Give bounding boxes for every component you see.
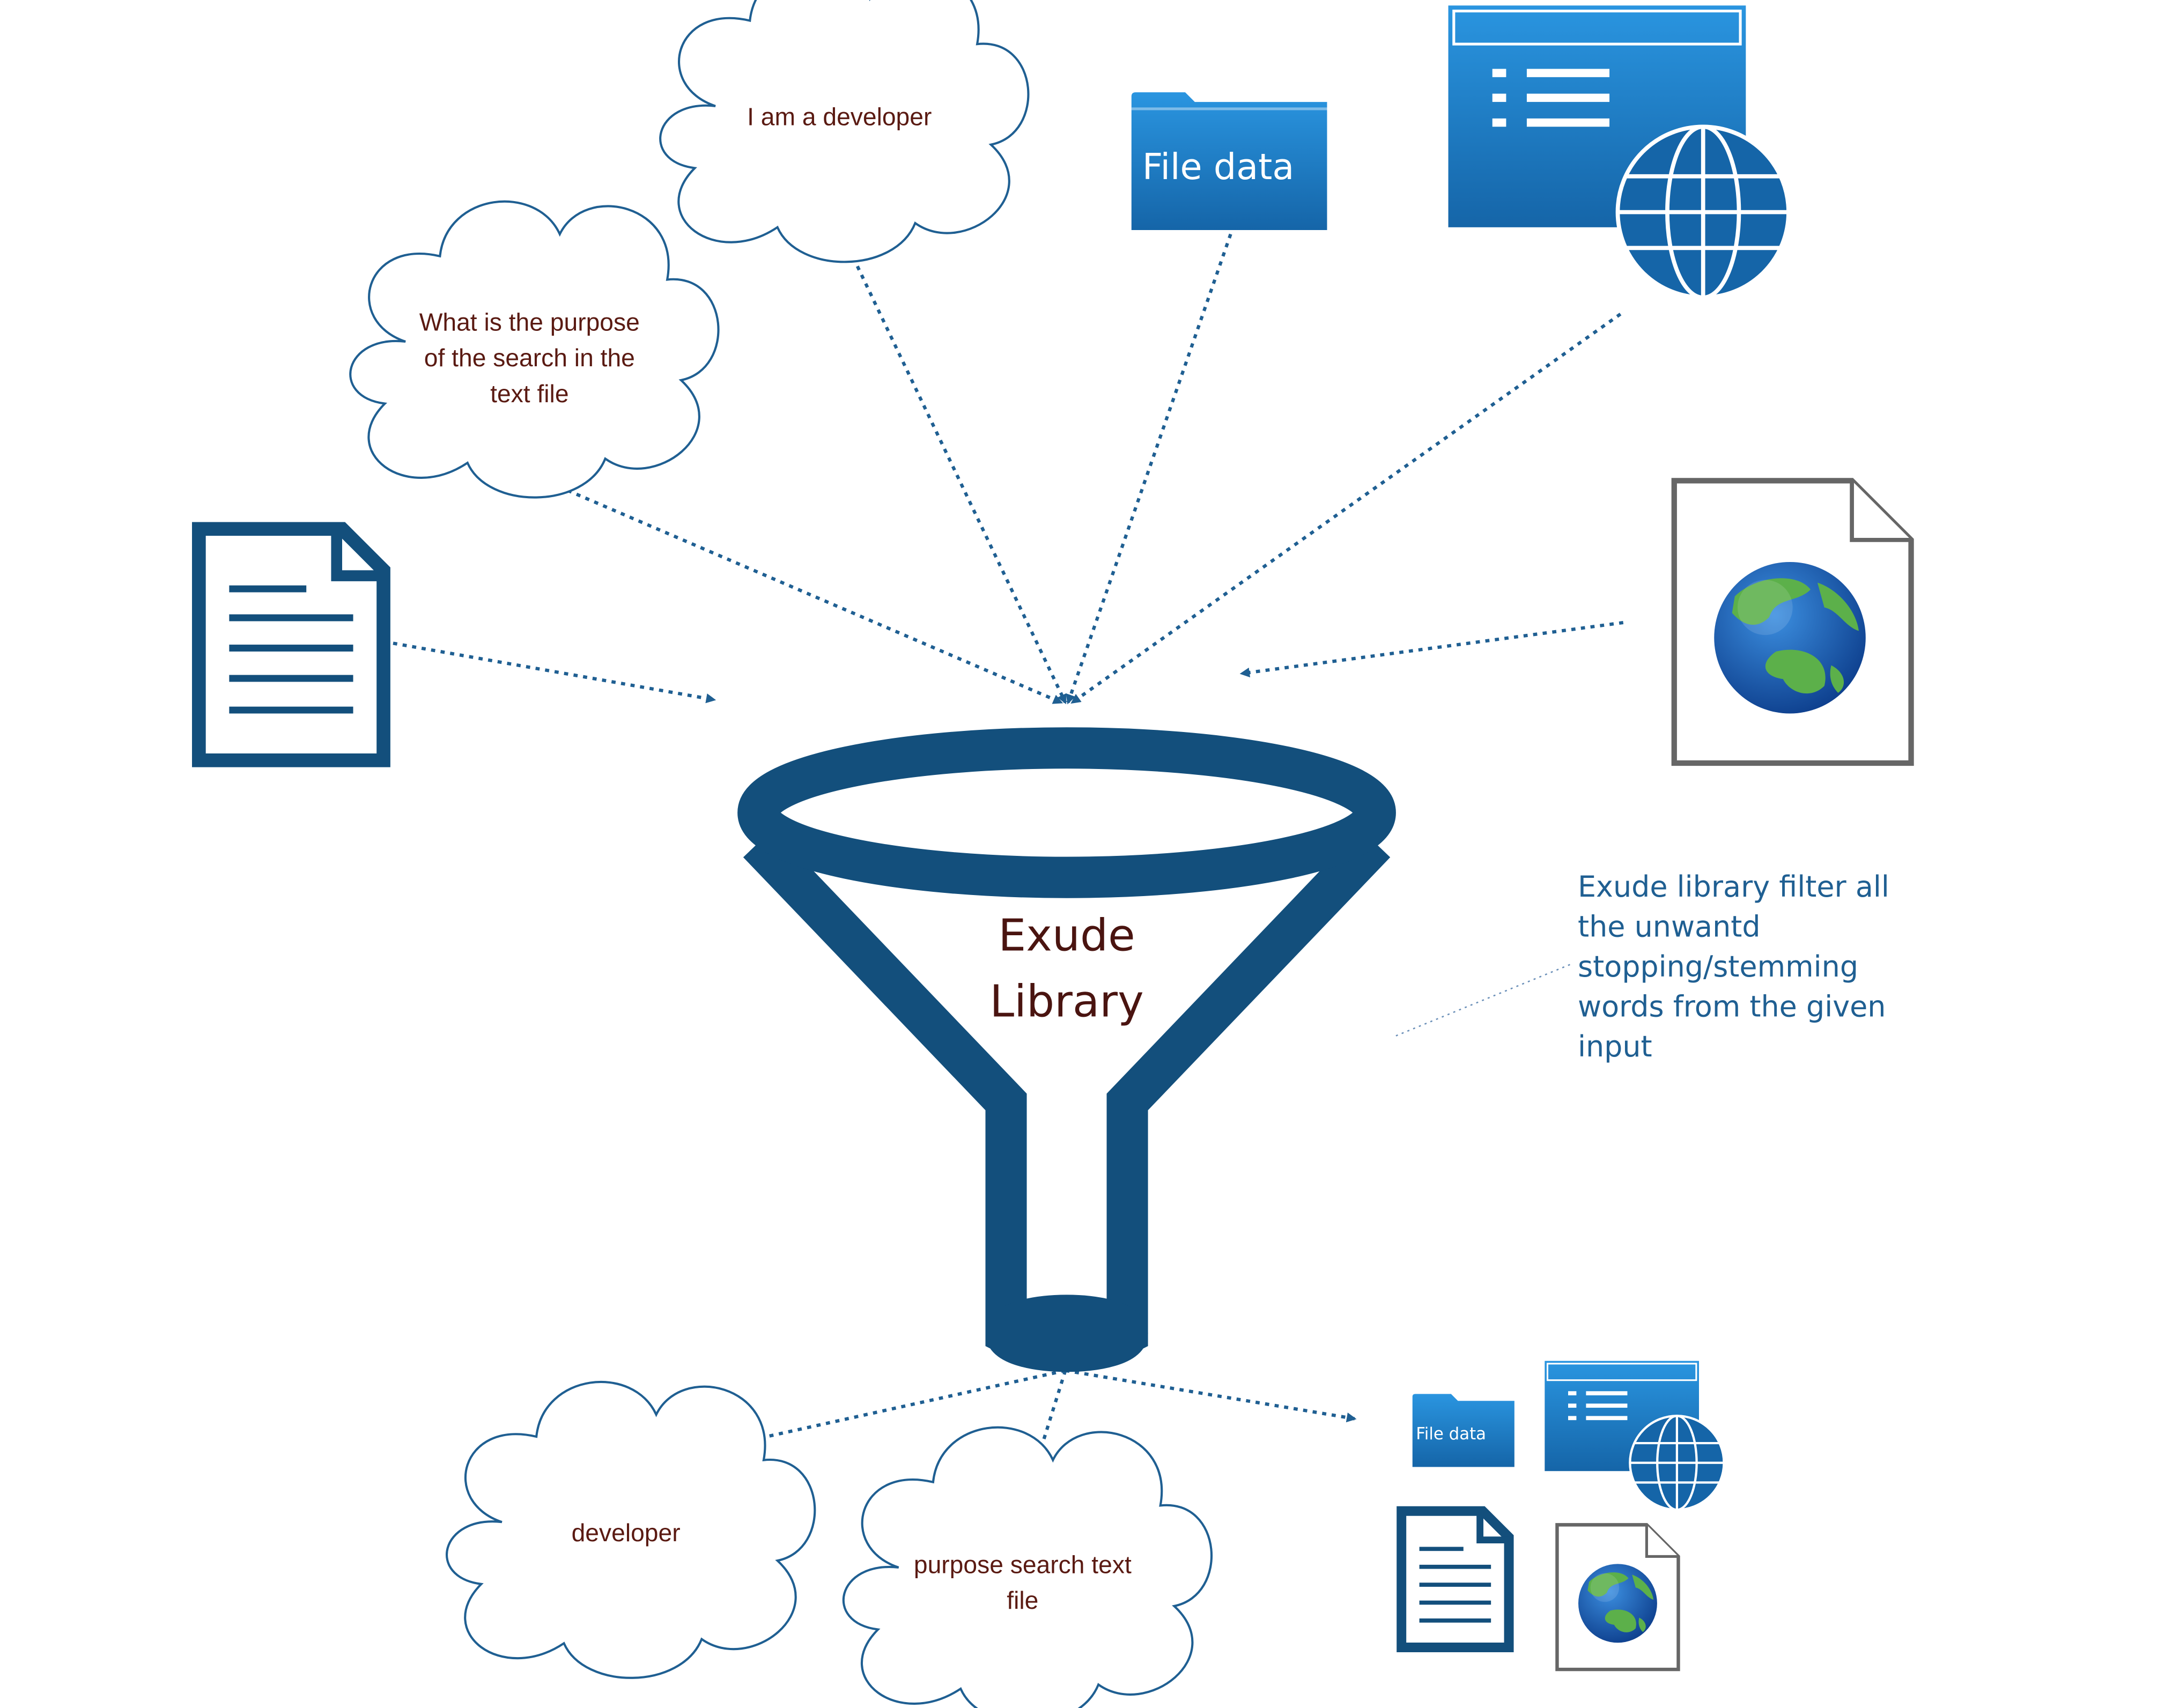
- output-purpose-cloud-line2: file: [1007, 1586, 1038, 1614]
- arrow-to-output-icons: [1065, 1369, 1357, 1423]
- output-document-icon: [1397, 1506, 1514, 1652]
- web-document-icon: [1671, 478, 1914, 766]
- note-line4: words from the given: [1578, 990, 1886, 1024]
- arrow-from-question-cloud: [531, 474, 1063, 704]
- arrow-to-developer-cloud: [740, 1369, 1066, 1446]
- folder-label: File data: [1142, 146, 1294, 188]
- output-arrows: [740, 1369, 1357, 1483]
- output-purpose-cloud-line1: purpose search text: [914, 1550, 1132, 1578]
- question-cloud-line1: What is the purpose: [419, 308, 640, 336]
- output-web-page-icon: [1545, 1361, 1724, 1510]
- note-connector: [1395, 963, 1571, 1037]
- input-arrows: [393, 231, 1624, 705]
- arrow-from-folder: [1066, 233, 1232, 705]
- document-icon: [192, 522, 390, 767]
- earth-icon: [1714, 561, 1866, 714]
- arrow-from-document: [393, 641, 716, 704]
- output-globe-icon: [1630, 1416, 1724, 1510]
- question-cloud-line2: of the search in the: [424, 344, 635, 372]
- output-earth-icon: [1578, 1564, 1657, 1643]
- funnel-title-line2: Library: [989, 977, 1143, 1027]
- arrow-from-web-page: [1070, 313, 1622, 704]
- output-developer-cloud-icon: developer: [447, 1382, 815, 1678]
- developer-cloud-text: I am a developer: [747, 103, 932, 131]
- developer-cloud-icon: I am a developer: [660, 0, 1028, 262]
- funnel-icon: Exude Library: [737, 727, 1396, 1372]
- globe-icon: [1617, 127, 1789, 298]
- note-line5: input: [1578, 1030, 1652, 1063]
- funnel-title-line1: Exude: [998, 910, 1135, 961]
- note-text-block: Exude library filter all the unwantd sto…: [1578, 870, 1889, 1063]
- folder-icon: File data: [1131, 92, 1327, 230]
- note-line1: Exude library filter all: [1578, 870, 1889, 904]
- output-purpose-cloud-icon: purpose search text file: [844, 1428, 1211, 1708]
- question-cloud-icon: What is the purpose of the search in the…: [350, 202, 718, 498]
- note-line2: the unwantd: [1578, 910, 1761, 944]
- arrow-from-web-document: [1239, 620, 1624, 678]
- output-folder-label: File data: [1416, 1424, 1486, 1444]
- arrow-from-developer-cloud: [839, 231, 1067, 705]
- output-developer-cloud-text: developer: [572, 1519, 681, 1547]
- question-cloud-line3: text file: [490, 380, 568, 408]
- web-page-icon: [1448, 5, 1789, 298]
- output-web-document-icon: [1555, 1523, 1680, 1672]
- note-line3: stopping/stemming: [1578, 950, 1858, 984]
- output-folder-icon: File data: [1412, 1394, 1515, 1467]
